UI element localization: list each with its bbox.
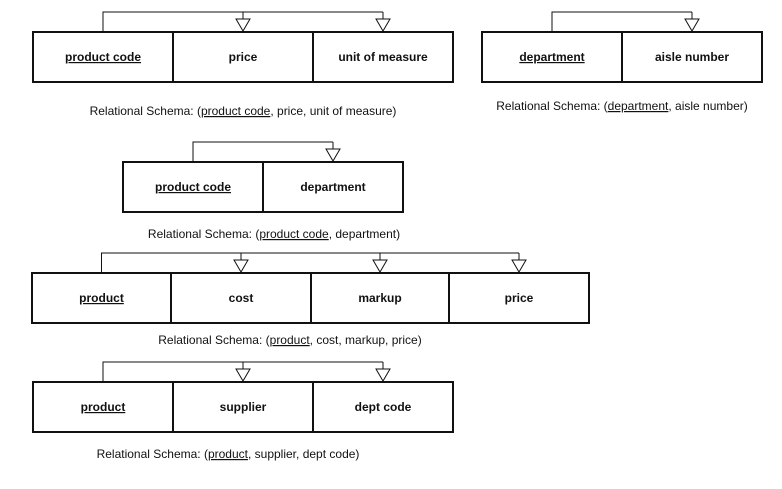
dependency-arrowhead-icon — [511, 259, 527, 273]
column-cell — [32, 381, 174, 433]
caption-key-attribute: department — [608, 99, 669, 113]
caption-key-attribute: product code — [259, 227, 329, 241]
caption-prefix: Relational Schema: ( — [97, 447, 208, 461]
primary-key-label: product code — [65, 50, 141, 64]
dependency-arrowhead-icon — [375, 368, 391, 382]
column-cell — [170, 272, 312, 324]
caption-separator: , — [668, 99, 675, 113]
dependency-arrowhead-icon — [235, 18, 251, 32]
attribute-label: dept code — [355, 400, 412, 414]
attribute-label: price — [505, 291, 534, 305]
caption-separator: , — [270, 104, 277, 118]
schema-caption: Relational Schema: (department, aisle nu… — [496, 99, 747, 113]
caption-separator: ) — [392, 104, 396, 118]
column-cell — [312, 31, 454, 83]
dependency-arrowhead-icon — [325, 148, 341, 162]
caption-attribute: price — [277, 104, 303, 118]
schema-caption: Relational Schema: (product, supplier, d… — [97, 447, 360, 461]
attribute-label: markup — [358, 291, 401, 305]
caption-key-attribute: product code — [201, 104, 271, 118]
caption-prefix: Relational Schema: ( — [148, 227, 259, 241]
schema-caption: Relational Schema: (product code, depart… — [148, 227, 400, 241]
column-cell — [32, 31, 174, 83]
caption-separator: ) — [418, 333, 422, 347]
caption-attribute: department — [335, 227, 396, 241]
primary-key-label: department — [519, 50, 584, 64]
schema-caption: Relational Schema: (product, cost, marku… — [158, 333, 421, 347]
dependency-arrowhead-icon — [684, 18, 700, 32]
column-cell — [312, 381, 454, 433]
attribute-label: supplier — [220, 400, 267, 414]
caption-prefix: Relational Schema: ( — [158, 333, 269, 347]
caption-attribute: supplier — [255, 447, 297, 461]
caption-prefix: Relational Schema: ( — [90, 104, 201, 118]
dependency-line — [102, 11, 383, 32]
caption-prefix: Relational Schema: ( — [496, 99, 607, 113]
dependency-line — [102, 361, 383, 382]
dependency-arrowhead-icon — [233, 259, 249, 273]
caption-separator: ) — [744, 99, 748, 113]
caption-key-attribute: product — [208, 447, 249, 461]
column-cell — [122, 161, 264, 213]
attribute-label: department — [300, 180, 365, 194]
column-cell — [448, 272, 590, 324]
caption-separator: , — [338, 333, 345, 347]
column-cell — [621, 31, 763, 83]
primary-key-label: product code — [155, 180, 231, 194]
caption-separator: ) — [355, 447, 359, 461]
dependency-line — [192, 141, 333, 162]
dependency-arrowhead-icon — [235, 368, 251, 382]
caption-separator: , — [248, 447, 255, 461]
attribute-label: unit of measure — [338, 50, 428, 64]
caption-separator: , — [296, 447, 303, 461]
caption-separator: , — [303, 104, 310, 118]
dependency-arrowhead-icon — [375, 18, 391, 32]
caption-separator: , — [385, 333, 392, 347]
primary-key-label: product — [79, 291, 124, 305]
attribute-label: aisle number — [655, 50, 729, 64]
column-cell — [262, 161, 404, 213]
primary-key-label: product — [81, 400, 126, 414]
column-cell — [481, 31, 623, 83]
caption-key-attribute: product — [270, 333, 311, 347]
caption-separator: , — [310, 333, 317, 347]
attribute-label: cost — [229, 291, 254, 305]
attribute-label: price — [229, 50, 258, 64]
caption-attribute: cost — [316, 333, 339, 347]
dependency-line — [101, 252, 519, 273]
caption-attribute: dept code — [303, 447, 356, 461]
dependency-line — [551, 11, 692, 32]
caption-separator: ) — [396, 227, 400, 241]
caption-attribute: aisle number — [675, 99, 744, 113]
column-cell — [172, 31, 314, 83]
column-cell — [172, 381, 314, 433]
caption-attribute: price — [392, 333, 418, 347]
dependency-arrowhead-icon — [372, 259, 388, 273]
caption-separator: , — [329, 227, 336, 241]
caption-attribute: markup — [345, 333, 385, 347]
caption-attribute: unit of measure — [310, 104, 393, 118]
schema-caption: Relational Schema: (product code, price,… — [90, 104, 397, 118]
